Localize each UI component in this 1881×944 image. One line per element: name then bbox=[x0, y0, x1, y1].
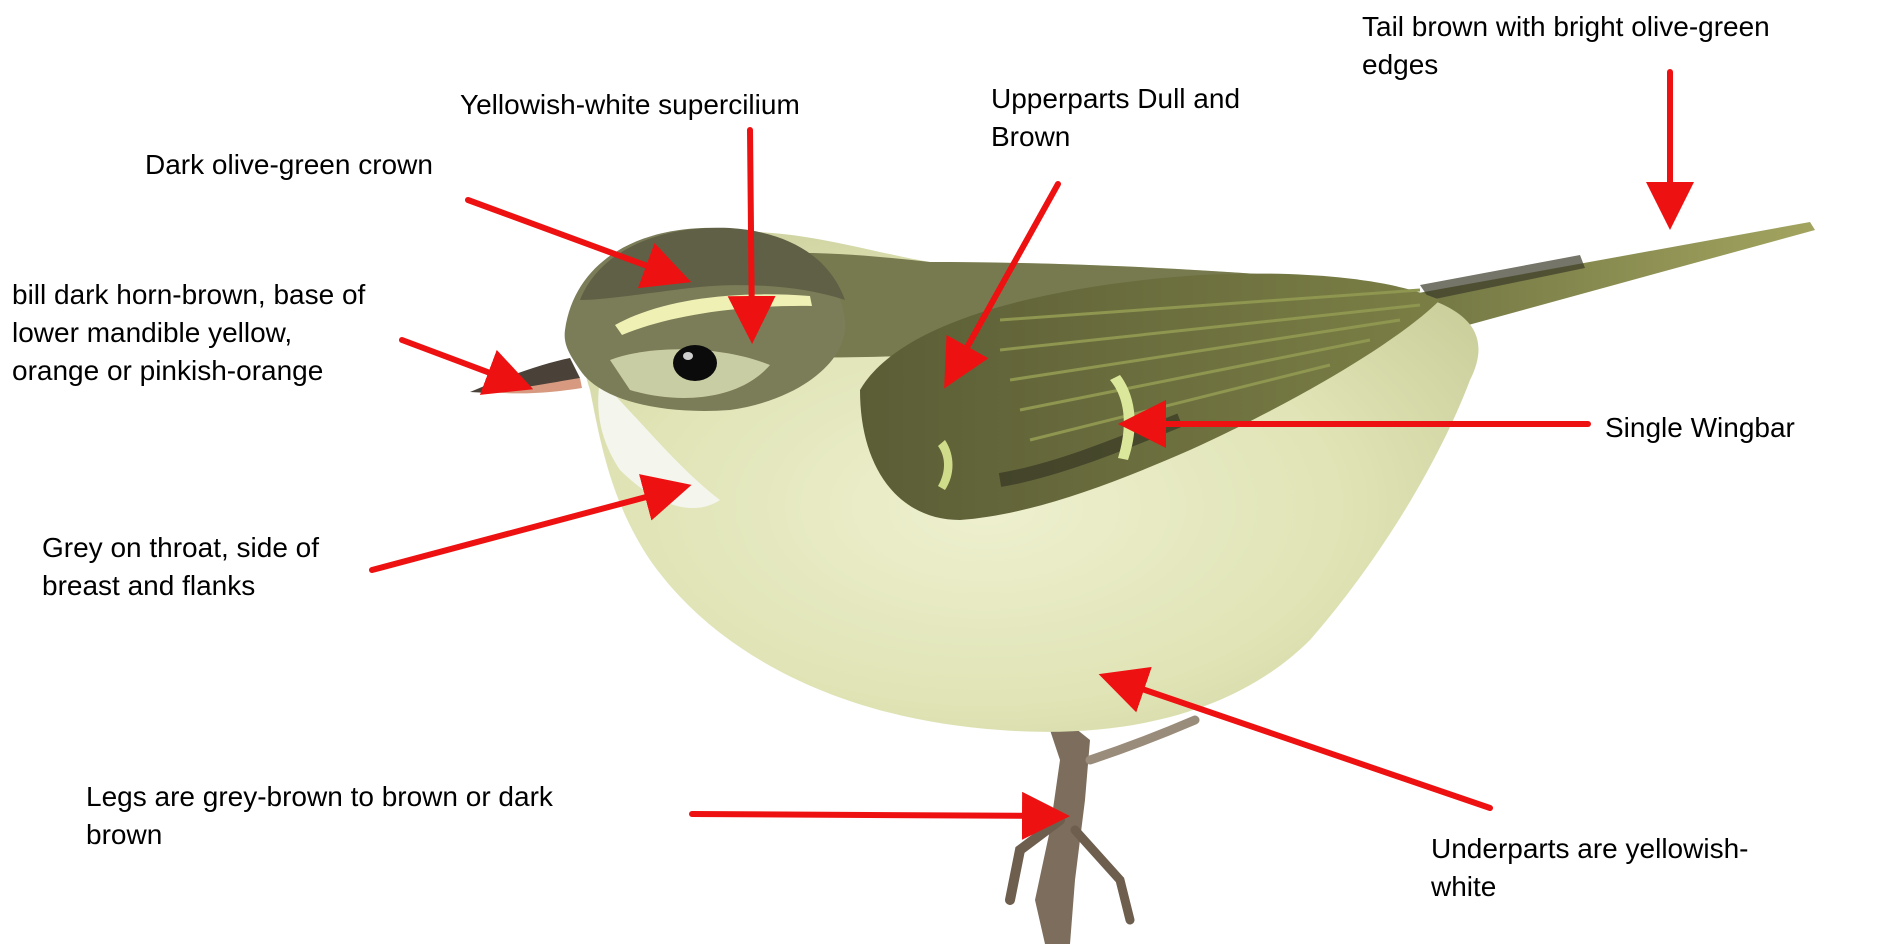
label-crown: Dark olive-green crown bbox=[145, 146, 433, 184]
arrow-throat bbox=[372, 488, 680, 570]
arrow-supercilium bbox=[750, 130, 752, 332]
arrow-legs bbox=[692, 814, 1058, 816]
label-underparts: Underparts are yellowish- white bbox=[1431, 830, 1748, 906]
arrow-bill bbox=[402, 340, 522, 385]
arrow-underparts bbox=[1110, 678, 1490, 808]
label-throat: Grey on throat, side of breast and flank… bbox=[42, 529, 319, 605]
label-supercilium: Yellowish-white supercilium bbox=[460, 86, 800, 124]
label-tail: Tail brown with bright olive-green edges bbox=[1362, 8, 1770, 84]
label-legs: Legs are grey-brown to brown or dark bro… bbox=[86, 778, 553, 854]
label-wingbar: Single Wingbar bbox=[1605, 409, 1795, 447]
arrow-crown bbox=[468, 200, 680, 278]
label-upperparts: Upperparts Dull and Brown bbox=[991, 80, 1240, 156]
arrow-upperparts bbox=[950, 184, 1058, 378]
label-bill: bill dark horn-brown, base of lower mand… bbox=[12, 276, 365, 390]
